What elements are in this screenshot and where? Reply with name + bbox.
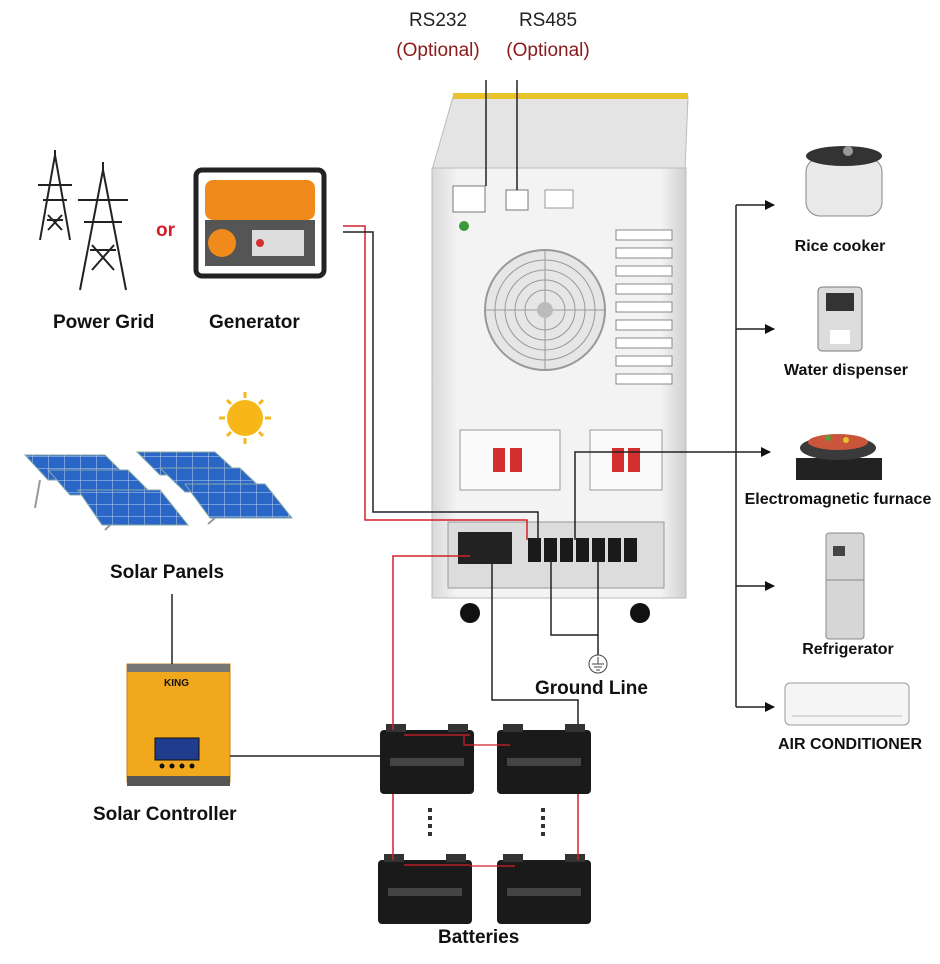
rs232-port — [452, 185, 486, 213]
air-conditioner-icon — [784, 682, 910, 726]
battery-ellipsis — [428, 808, 545, 836]
vent-slots — [615, 229, 673, 385]
refrigerator-icon — [825, 532, 865, 640]
water-dispenser-icon — [817, 286, 863, 352]
refrigerator-label: Refrigerator — [802, 641, 894, 658]
batteries-label: Batteries — [438, 927, 520, 948]
ac-breaker — [589, 429, 663, 491]
rs485-label: RS485 — [518, 10, 578, 31]
rs232-label: RS232 — [408, 10, 468, 31]
inverter — [431, 93, 689, 623]
air-conditioner-label: AIR CONDITIONER — [778, 736, 922, 753]
solar-panels-icon — [23, 451, 294, 531]
batteries-icon — [378, 724, 591, 924]
rs232-optional-label: (Optional) — [396, 40, 480, 61]
power-grid-icon — [38, 150, 128, 291]
power-grid-label: Power Grid — [53, 312, 155, 333]
wires — [171, 80, 775, 867]
generator-icon — [193, 167, 327, 279]
solar-controller-label: Solar Controller — [93, 804, 237, 825]
rs485-port — [505, 189, 529, 211]
generator-label: Generator — [209, 312, 300, 333]
rs485-optional-label: (Optional) — [506, 40, 590, 61]
solar-panels-label: Solar Panels — [110, 562, 225, 583]
battery-bottom-right — [497, 854, 591, 924]
ground-icon — [588, 654, 608, 674]
controller-brand-logo: KING — [164, 678, 189, 689]
battery-top-right — [497, 724, 591, 794]
battery-top-left — [380, 724, 474, 794]
electromagnetic-furnace-icon — [796, 434, 882, 480]
water-dispenser-label: Water dispenser — [784, 362, 908, 379]
ground-line-label: Ground Line — [535, 678, 648, 699]
or-label: or — [156, 220, 175, 241]
rice-cooker-icon — [805, 146, 883, 217]
cooling-fan — [484, 249, 606, 371]
controller-display — [154, 737, 200, 761]
solar-controller-icon — [126, 663, 231, 786]
battery-bottom-left — [378, 854, 472, 924]
sun-icon — [219, 392, 271, 444]
electromagnetic-furnace-label: Electromagnetic furnace — [744, 491, 932, 508]
rice-cooker-label: Rice cooker — [794, 238, 886, 255]
